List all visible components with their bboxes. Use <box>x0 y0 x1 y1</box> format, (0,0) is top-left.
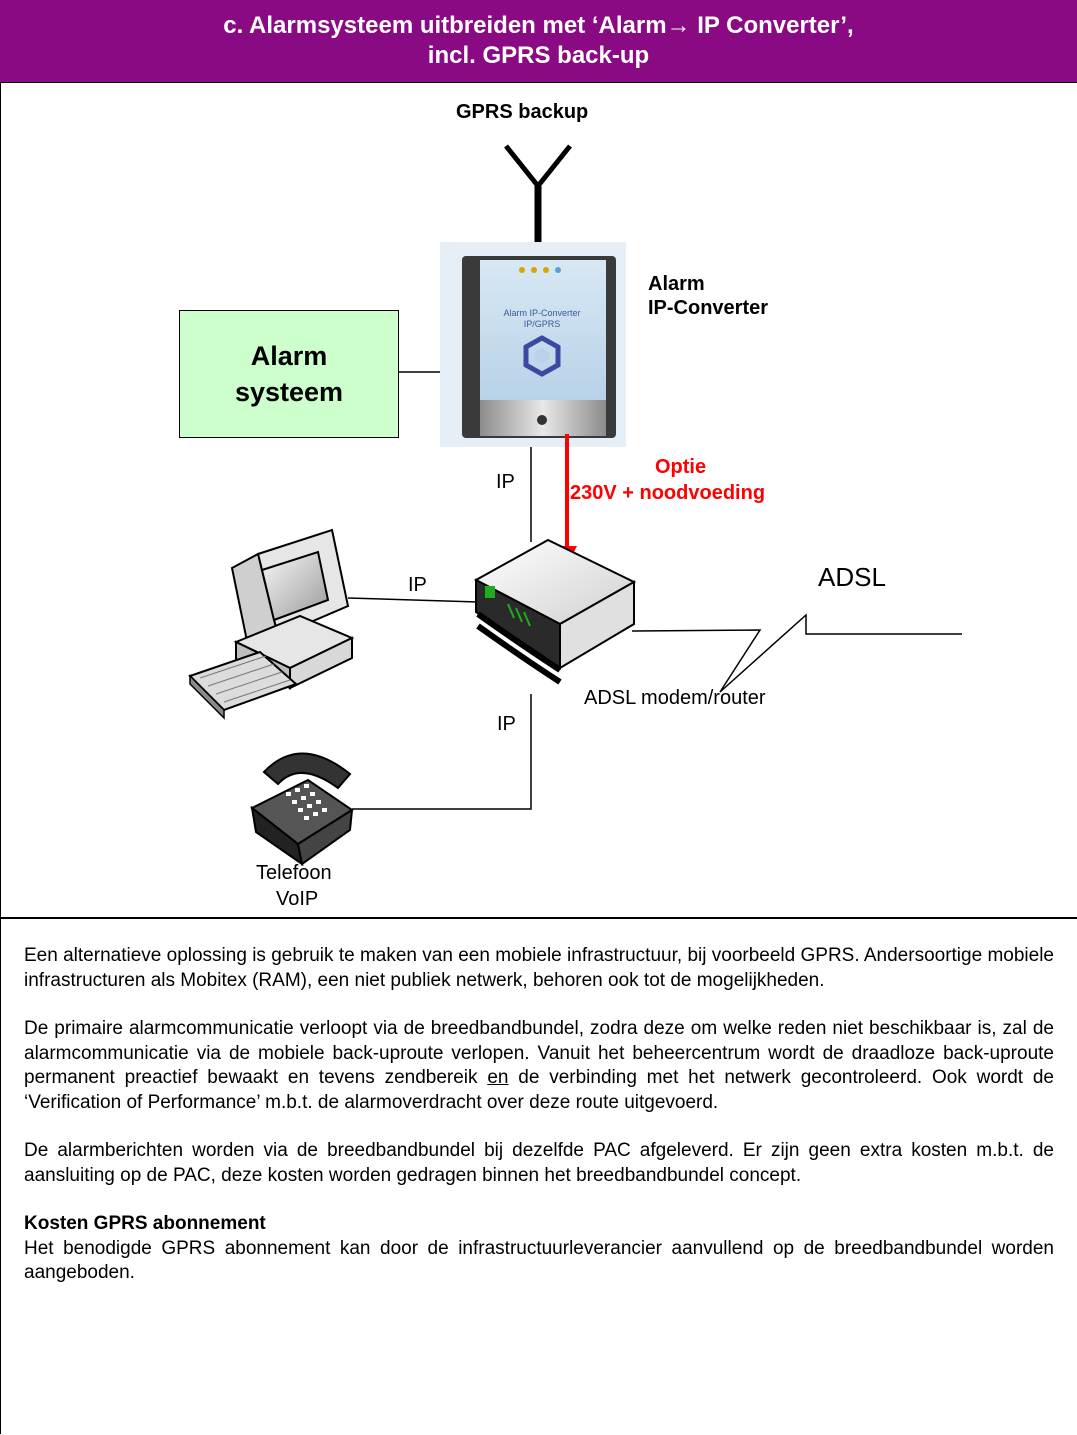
device-logo-icon <box>523 335 561 377</box>
paragraph-2: De primaire alarmcommunicatie verloopt v… <box>24 1017 1054 1115</box>
network-diagram: Alarm IP-Converter IP/GPRS <box>0 84 1077 917</box>
paragraph-3: De alarmberichten worden via de breedban… <box>24 1140 1054 1186</box>
converter-label-1: Alarm <box>648 273 705 295</box>
body-text: Een alternatieve oplossing is gebruik te… <box>24 944 1054 1310</box>
ip-converter-device-icon: Alarm IP-Converter IP/GPRS <box>440 242 626 447</box>
phone-label-1: Telefoon <box>256 862 332 884</box>
device-text-2: IP/GPRS <box>524 319 561 329</box>
ip-label-pc: IP <box>408 574 427 596</box>
paragraph-2-part-a: De primaire alarmcommunicatie verloopt v… <box>24 1018 1054 1088</box>
telephone-icon <box>250 752 354 867</box>
gprs-backup-label: GPRS backup <box>456 101 589 123</box>
paragraph-4: Het benodigde GPRS abonnement kan door d… <box>24 1237 1054 1284</box>
adsl-label: ADSL <box>818 562 886 592</box>
modem-led <box>485 586 495 598</box>
diagram-drawing: Alarm IP-Converter IP/GPRS <box>188 144 962 867</box>
paragraph-2-underlined: en <box>487 1067 509 1088</box>
paragraph-2-part-b: de verbinding met het netwerk gecontrole… <box>24 1067 1054 1113</box>
alarm-system-box: Alarm systeem <box>179 310 399 438</box>
line-router-phone <box>352 694 532 810</box>
alarm-box-line-2: systeem <box>234 377 344 407</box>
modem-label: ADSL modem/router <box>584 687 766 709</box>
adsl-modem-icon <box>473 538 637 685</box>
section-header: c. Alarmsysteem uitbreiden met ‘Alarm→ I… <box>0 0 1077 83</box>
header-title-line-2: incl. GPRS back-up <box>427 42 650 69</box>
line-pc-router <box>347 597 479 603</box>
converter-label-2: IP-Converter <box>648 297 769 319</box>
paragraph-1: Een alternatieve oplossing is gebruik te… <box>24 945 1054 991</box>
power-label: 230V + noodvoeding <box>570 482 766 504</box>
ip-label-phone: IP <box>497 713 516 735</box>
diagram-divider <box>0 917 1077 919</box>
header-title-line-1: c. Alarmsysteem uitbreiden met ‘Alarm→ I… <box>223 12 854 39</box>
costs-heading: Kosten GPRS abonnement <box>24 1213 266 1234</box>
device-text-1: Alarm IP-Converter <box>503 308 580 318</box>
ip-label-converter: IP <box>496 471 515 493</box>
alarm-box-line-1: Alarm <box>250 341 328 371</box>
computer-icon <box>188 528 355 720</box>
option-label: Optie <box>655 456 707 478</box>
phone-label-2: VoIP <box>276 888 319 910</box>
adsl-line <box>631 613 962 693</box>
